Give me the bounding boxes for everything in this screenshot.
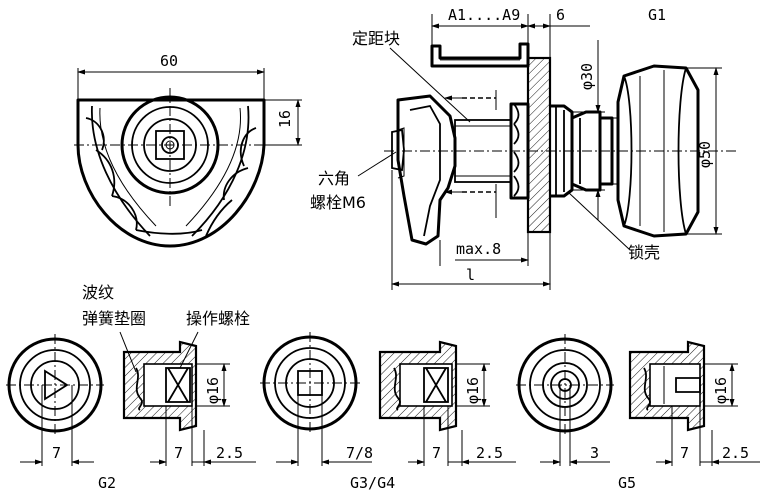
label-hex-bolt-1: 六角 xyxy=(318,169,350,188)
g34-dim-2-5: 2.5 xyxy=(476,444,503,462)
g5-dim-7: 7 xyxy=(680,444,689,462)
dim-6: 6 xyxy=(556,6,565,24)
label-operate-bolt: 操作螺栓 xyxy=(186,309,250,328)
g2-dim-phi16: φ16 xyxy=(204,377,222,404)
g2-dim-7a: 7 xyxy=(52,444,61,462)
g34-dim-7: 7 xyxy=(432,444,441,462)
dim-l: l xyxy=(466,266,475,284)
handle-front-view: 60 16 xyxy=(74,52,302,248)
g2-dim-2-5: 2.5 xyxy=(216,444,243,462)
g5-dim-phi16: φ16 xyxy=(712,377,730,404)
dim-max8: max.8 xyxy=(456,240,501,258)
label-g1: G1 xyxy=(648,6,666,24)
label-g34: G3/G4 xyxy=(350,474,395,492)
g34-views: 7/8 φ16 7 2.5 G3/G4 xyxy=(260,332,516,492)
label-g2: G2 xyxy=(98,474,116,492)
g34-dim-phi16: φ16 xyxy=(464,377,482,404)
label-g5: G5 xyxy=(618,474,636,492)
label-wave-1: 波纹 xyxy=(82,283,114,302)
dim-60: 60 xyxy=(160,52,178,70)
g2-views: 7 φ16 7 2.5 G2 波纹 弹簧垫圈 操作螺栓 xyxy=(6,283,256,492)
label-wave-2: 弹簧垫圈 xyxy=(82,309,146,328)
label-lock-shell: 锁壳 xyxy=(628,243,660,262)
g1-section-view: A1....A9 6 G1 φ30 φ50 max.8 l 定距块 六角 螺栓M… xyxy=(310,6,736,290)
label-hex-bolt-2: 螺栓M6 xyxy=(310,193,366,212)
g5-dim-2-5: 2.5 xyxy=(722,444,749,462)
dim-a-range: A1....A9 xyxy=(448,6,520,24)
g5-views: 3 φ16 7 2.5 G5 xyxy=(516,334,760,492)
g2-dim-7b: 7 xyxy=(174,444,183,462)
g5-dim-3: 3 xyxy=(590,444,599,462)
g34-dim-7-8: 7/8 xyxy=(346,444,373,462)
label-spacer: 定距块 xyxy=(352,29,400,48)
dim-phi30: φ30 xyxy=(578,63,596,90)
dim-phi50: φ50 xyxy=(696,141,714,168)
dim-16: 16 xyxy=(276,110,294,128)
